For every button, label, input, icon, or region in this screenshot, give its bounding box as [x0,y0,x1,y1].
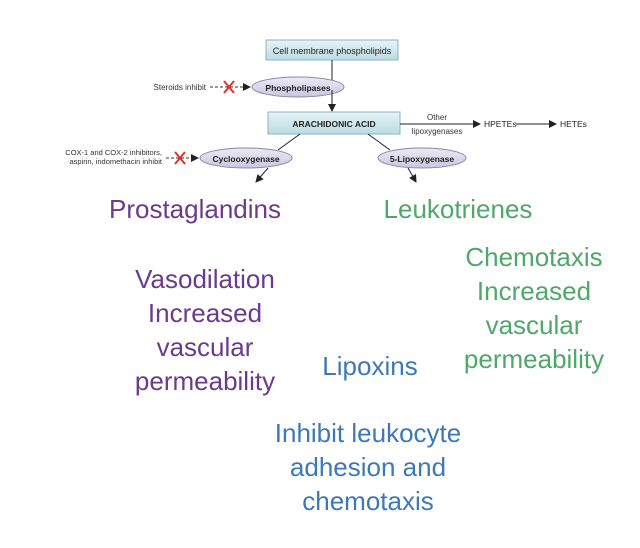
pathway-diagram: Cell membrane phospholipids Phospholipas… [65,39,587,183]
cox-inhibitors-label-2: aspirin, indomethacin inhibit [69,157,162,166]
cox-inhibitors-label-1: COX-1 and COX-2 inhibitors, [65,148,162,157]
leukotriene-effect-line: Increased [476,276,592,306]
prostaglandin-effects: Vasodilation Increased vascular permeabi… [85,262,325,398]
leukotriene-effect-line: vascular [485,310,583,340]
hpetes-label: HPETEs [484,119,517,129]
steroids-label: Steroids inhibit [154,83,207,92]
lipoxygenase-out-arrow [407,167,417,183]
lipoxin-effect-line: chemotaxis [302,486,434,516]
leukotrienes-label: Leukotrienes [383,194,533,224]
lipoxin-effect-line: adhesion and [289,452,447,482]
to-lipoxygenase-line [367,133,391,151]
other-lipoxygenases-label-1: Other [427,113,447,122]
steroids-inhibit-x-icon [223,80,235,94]
membrane-label: Cell membrane phospholipids [273,46,392,56]
leukotriene-effects: Chemotaxis Increased vascular permeabili… [414,240,640,376]
hetes-label: HETEs [560,119,587,129]
prostaglandin-effect-line: permeability [134,366,276,396]
arachidonic-label: ARACHIDONIC ACID [292,119,375,129]
prostaglandin-effect-line: Increased [147,298,263,328]
to-cyclooxygenase-line [277,133,301,151]
arachidonic-box [267,111,401,135]
cyclooxygenase-label: Cyclooxygenase [212,154,279,164]
cyclooxygenase-out-arrow [255,167,269,183]
prostaglandins-label: Prostaglandins [109,194,281,224]
lipoxin-effects: Inhibit leukocyte adhesion and chemotaxi… [218,416,518,518]
other-lipoxygenases-label-2: lipoxygenases [412,127,463,136]
leukotriene-effect-line: permeability [463,344,605,374]
phospholipases-ellipse [251,76,345,98]
lipoxygenase-label: 5-Lipoxygenase [390,154,455,164]
lipoxins-label: Lipoxins [322,351,418,381]
prostaglandin-effect-line: Vasodilation [135,264,275,294]
cyclooxygenase-ellipse [199,147,293,169]
prostaglandin-effect-line: vascular [156,332,254,362]
leukotriene-effect-line: Chemotaxis [465,242,603,272]
lipoxin-effect-line: Inhibit leukocyte [274,418,462,448]
lipoxygenase-ellipse [377,147,467,169]
phospholipases-label: Phospholipases [265,83,330,93]
cox-inhibit-x-icon [174,151,186,165]
